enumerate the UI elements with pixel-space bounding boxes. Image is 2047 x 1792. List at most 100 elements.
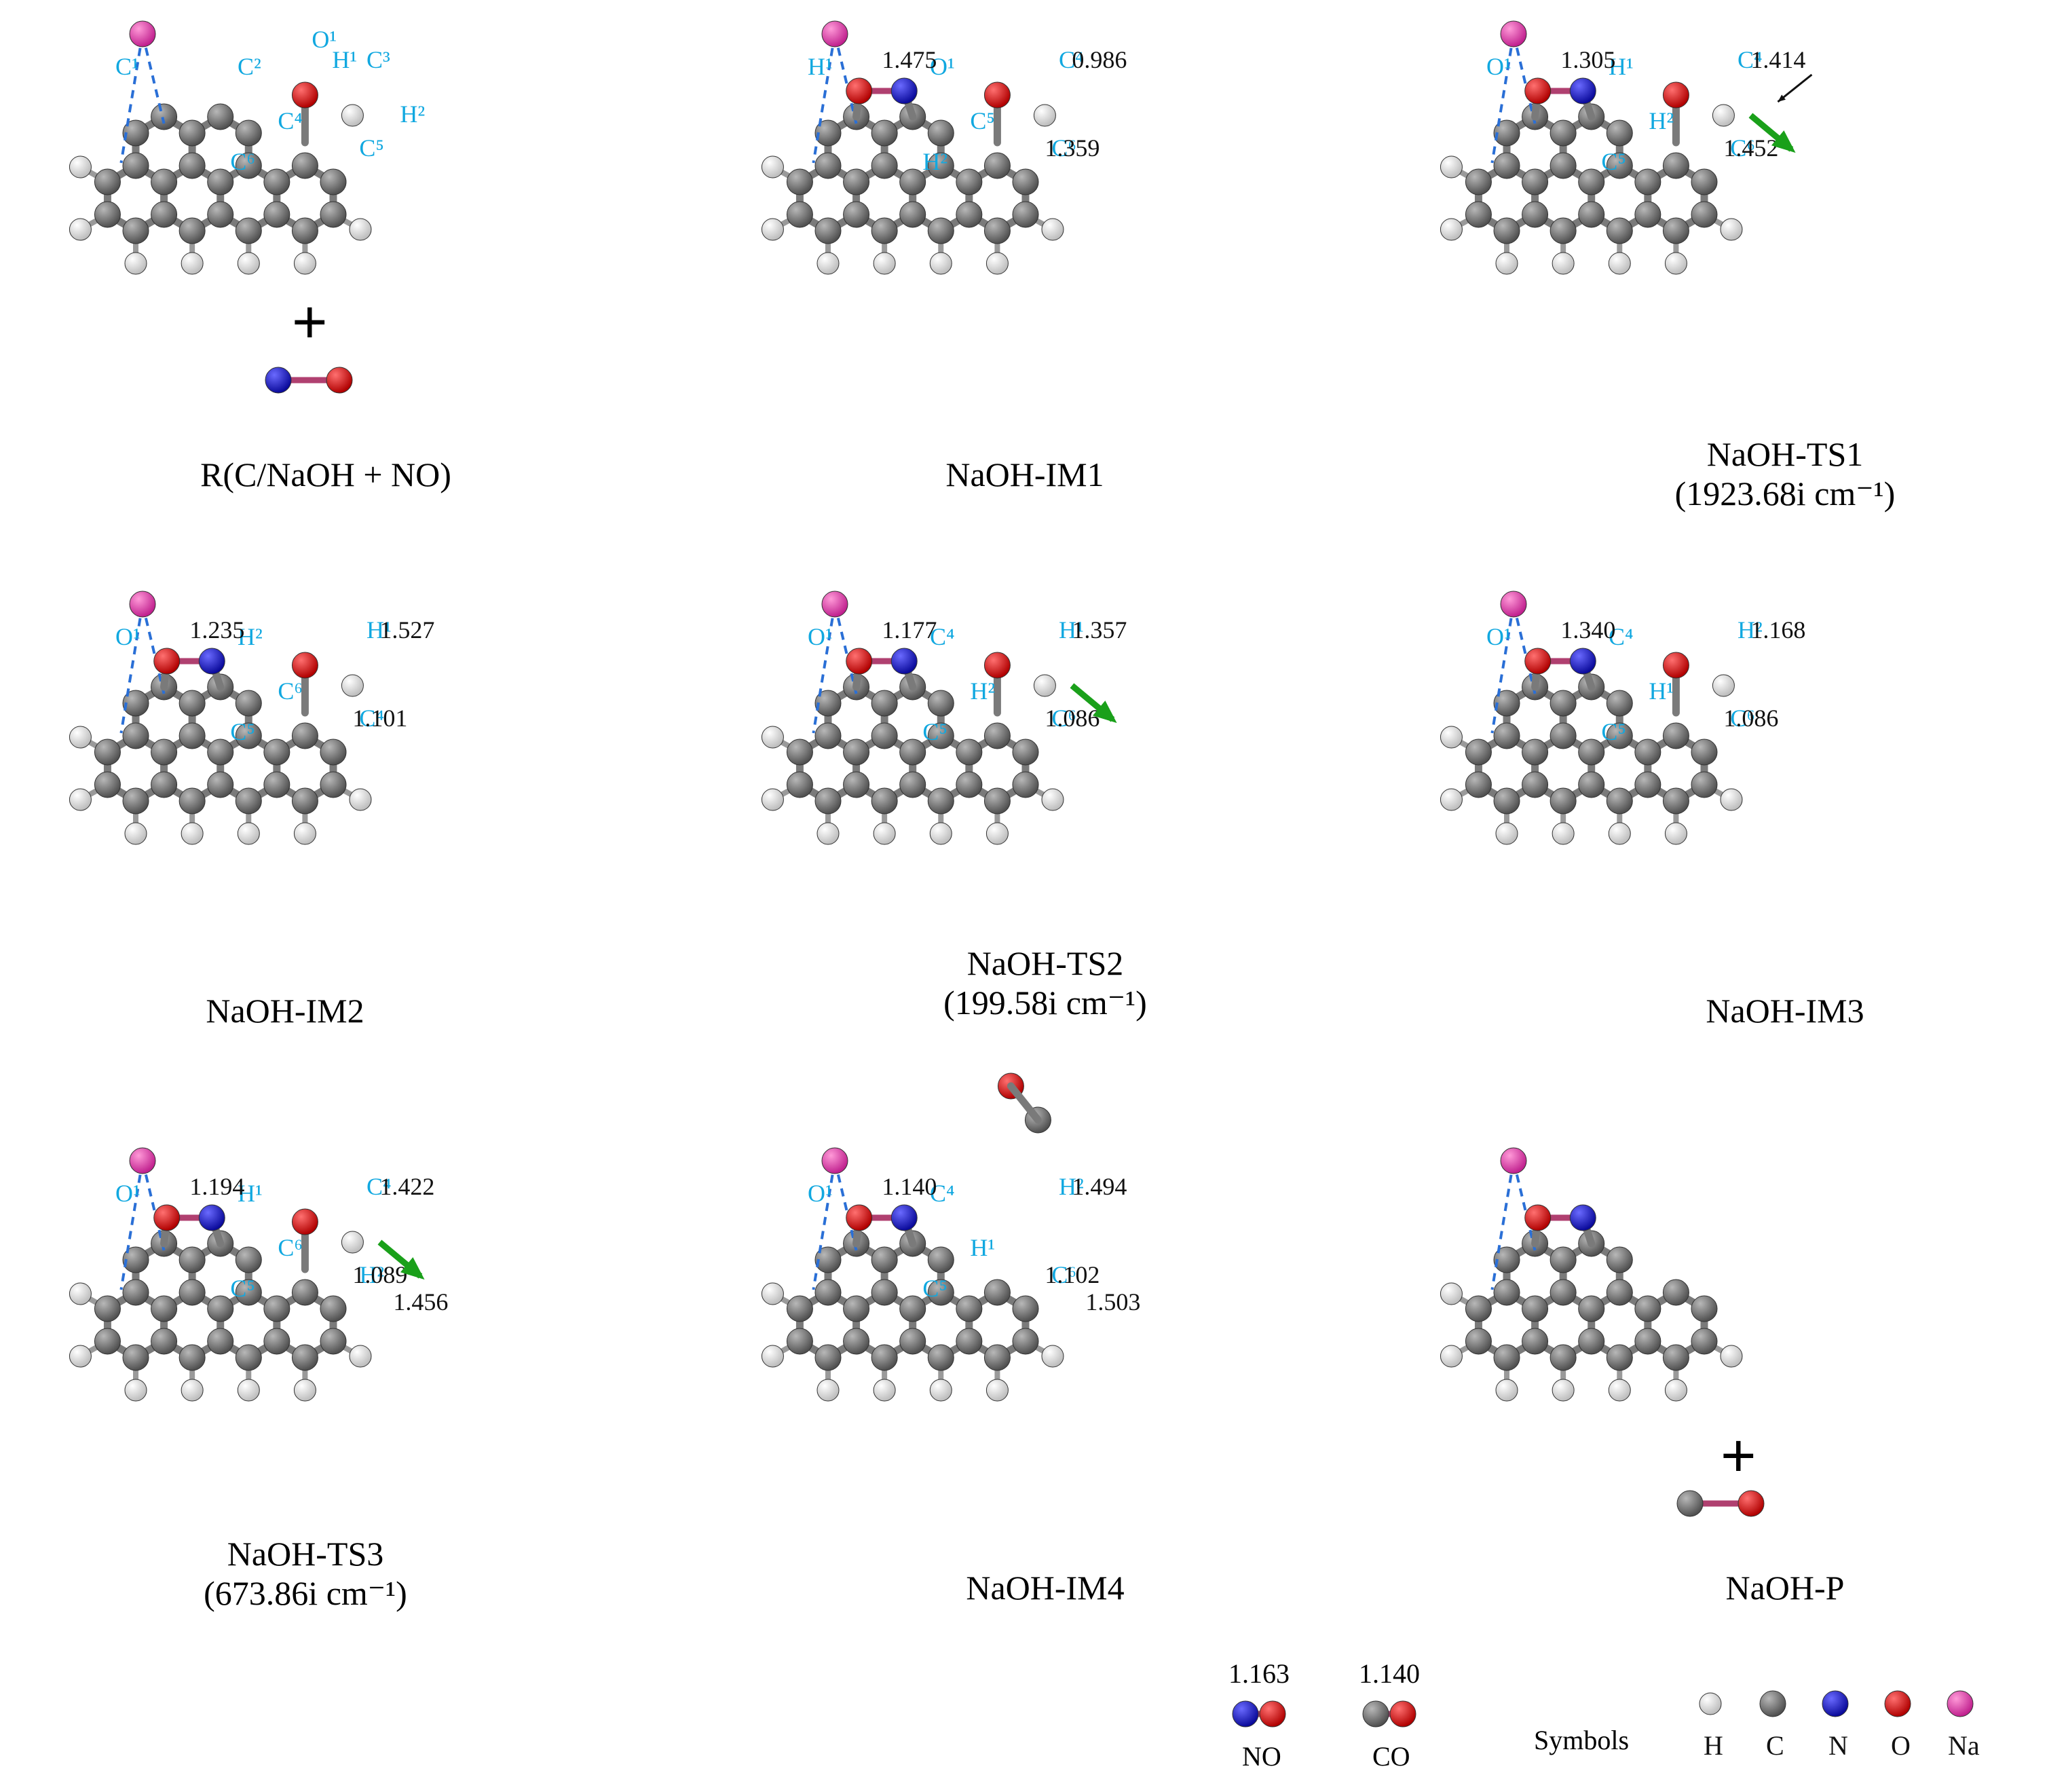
carbon-atom: [1493, 690, 1520, 717]
bond-length-label: 1.357: [1072, 616, 1127, 643]
hydrogen-atom: [1720, 1345, 1743, 1368]
atom-label: C⁴: [1059, 46, 1084, 73]
caption-frequency: (673.86i cm⁻¹): [204, 1574, 407, 1612]
bond-length-label: 0.986: [1072, 46, 1127, 73]
carbon-atom: [1606, 1246, 1633, 1273]
sodium-atom: [129, 20, 156, 48]
carbon-atom: [1522, 168, 1549, 195]
hydrogen-atom: [761, 1345, 784, 1368]
hydrogen-atom: [929, 1379, 952, 1402]
nitrogen-atom: [1569, 648, 1596, 675]
carbon-atom: [179, 119, 206, 147]
hydrogen-atom: [124, 1379, 147, 1402]
carbon-atom: [235, 152, 262, 179]
atom-label: H¹: [238, 1180, 263, 1207]
oxygen-atom: [326, 367, 353, 394]
carbon-atom: [1522, 739, 1549, 766]
carbon-atom: [871, 787, 898, 815]
oxygen-atom: [846, 77, 873, 105]
atom-label: H¹: [1059, 616, 1084, 643]
oxygen-atom: [983, 81, 1011, 109]
oxygen-atom: [1738, 1490, 1765, 1517]
atom-label: H¹: [332, 46, 357, 73]
oxygen-atom: [846, 648, 873, 675]
plus-sign: +: [1721, 1422, 1757, 1490]
carbon-atom: [871, 722, 898, 749]
na-interaction-dash: [1512, 603, 1537, 694]
sodium-atom: [1500, 1147, 1527, 1174]
carbon-atom: [1522, 1295, 1549, 1322]
atom-label: H¹: [1649, 677, 1674, 705]
carbon-atom: [179, 787, 206, 815]
hydrogen-atom: [1495, 252, 1518, 275]
carbon-atom: [927, 1246, 954, 1273]
oxygen-atom: [291, 1208, 318, 1235]
bond-length-label: 1.168: [1750, 616, 1805, 643]
carbon-atom: [1634, 201, 1661, 228]
carbon-atom: [291, 787, 318, 815]
caption-title: NaOH-TS1: [1706, 435, 1864, 473]
atom-label: H¹: [970, 1234, 995, 1261]
carbon-atom: [94, 771, 121, 798]
carbon-atom: [94, 168, 121, 195]
bond-length-label: 1.101: [352, 705, 407, 732]
atom-label: C⁵: [1601, 718, 1626, 745]
atom-label: C¹: [115, 53, 139, 80]
carbon-atom: [1662, 217, 1689, 244]
caption-im4: NaOH-IM4: [876, 1568, 1215, 1607]
bond-length-label: 1.414: [1750, 46, 1805, 73]
atom-label: C⁴: [367, 1173, 392, 1200]
carbon-atom: [983, 152, 1011, 179]
hydrogen-atom: [1552, 1379, 1575, 1402]
bond-length-label: 1.340: [1560, 616, 1615, 643]
carbon-atom: [263, 201, 290, 228]
hydrogen-atom: [873, 252, 896, 275]
carbon-atom: [786, 1295, 813, 1322]
carbon-atom: [927, 690, 954, 717]
atom-label: H¹: [808, 53, 833, 80]
hydrogen-atom: [69, 1345, 92, 1368]
carbon-atom: [263, 1295, 290, 1322]
nitrogen-atom: [1569, 1204, 1596, 1231]
hydrogen-atom: [985, 822, 1009, 845]
carbon-atom: [899, 739, 926, 766]
carbon-atom: [263, 168, 290, 195]
atom-label: H²: [1059, 1173, 1084, 1200]
atom-label: C⁶: [1051, 134, 1076, 162]
carbon-atom: [291, 722, 318, 749]
carbon-atom: [320, 1295, 347, 1322]
caption-r: R(C/NaOH + NO): [156, 455, 495, 494]
oxygen-atom: [1524, 77, 1552, 105]
hydrogen-atom: [985, 252, 1009, 275]
carbon-atom: [814, 722, 842, 749]
carbon-atom: [1606, 1279, 1633, 1306]
na-interaction-dash: [141, 1160, 166, 1251]
oxygen-atom: [153, 648, 181, 675]
na-interaction-dash: [1490, 33, 1515, 164]
carbon-atom: [871, 217, 898, 244]
hydrogen-atom: [124, 822, 147, 845]
carbon-atom: [1550, 1344, 1577, 1371]
carbon-atom: [1550, 119, 1577, 147]
carbon-atom: [320, 1328, 347, 1355]
hydrogen-atom: [349, 218, 372, 241]
panel-p: NaOH-P+: [1412, 1127, 2023, 1683]
nitrogen-atom: [265, 367, 292, 394]
atom-label: C⁵: [230, 1275, 255, 1302]
plus-sign: +: [292, 288, 328, 356]
hydrogen-atom: [181, 252, 204, 275]
carbon-atom: [235, 1246, 262, 1273]
carbon-atom: [1634, 739, 1661, 766]
hydrogen-atom: [816, 822, 840, 845]
caption-title: NaOH-TS2: [966, 944, 1124, 982]
carbon-atom: [899, 201, 926, 228]
vibration-arrowhead: [400, 1257, 425, 1280]
hydrogen-atom: [1440, 1282, 1463, 1305]
carbon-atom: [1550, 217, 1577, 244]
carbon-atom: [899, 771, 926, 798]
atom-label: H²: [1649, 107, 1674, 134]
hydrogen-atom: [1552, 822, 1575, 845]
